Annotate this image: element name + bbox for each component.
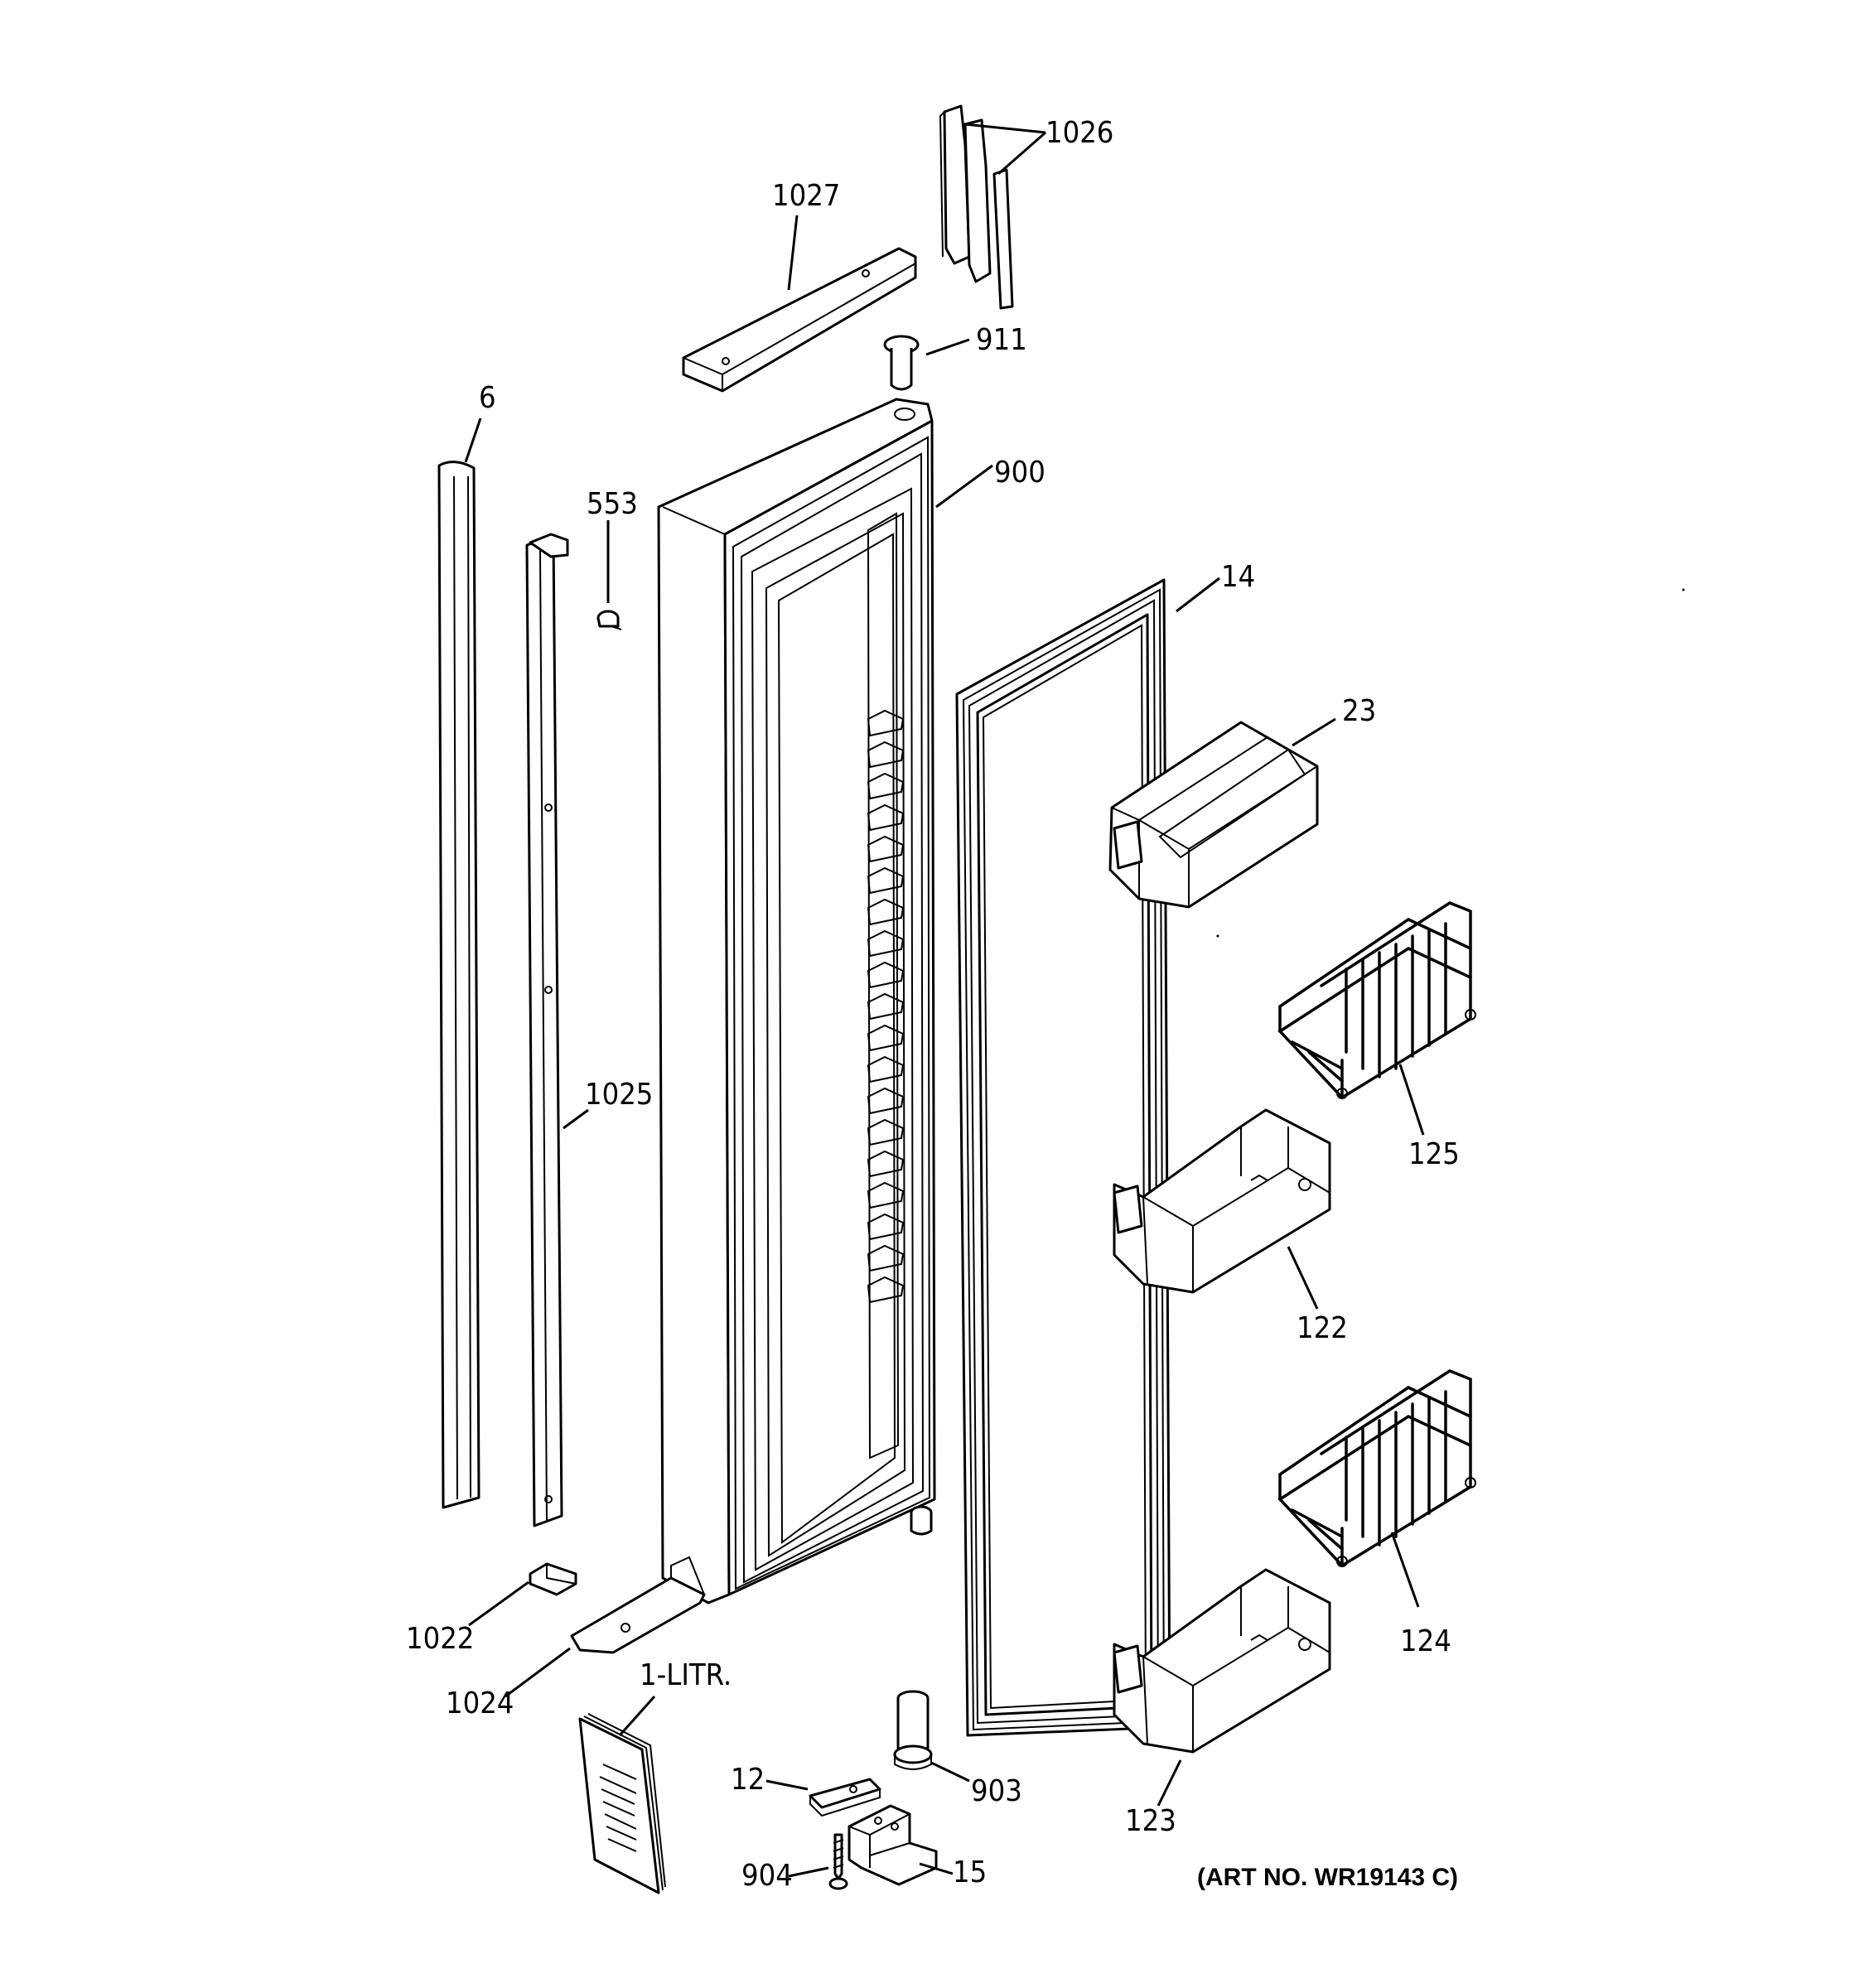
part-124-wire-basket <box>1277 1369 1476 1568</box>
part-123-door-bin <box>1113 1568 1331 1754</box>
part-23-door-bin <box>1108 721 1319 909</box>
part-1026-trim-strip <box>939 104 1014 310</box>
callout-15: 15 <box>953 1855 987 1889</box>
callout-1022: 1022 <box>406 1622 474 1656</box>
callout-14: 14 <box>1221 560 1255 594</box>
part-125-wire-basket <box>1277 901 1476 1100</box>
callout-1-litr: 1-LITR. <box>640 1658 732 1692</box>
part-122-door-bin <box>1113 1108 1331 1294</box>
art-number: (ART NO. WR19143 C) <box>1197 1864 1458 1891</box>
callout-23: 23 <box>1342 694 1376 728</box>
part-12-shim <box>809 1778 881 1817</box>
callout-122: 122 <box>1297 1311 1348 1345</box>
part-1-litr-booklet <box>578 1713 666 1894</box>
callout-900: 900 <box>994 456 1045 490</box>
part-904-screw <box>828 1833 848 1890</box>
part-1022-clip <box>529 1562 577 1596</box>
part-1025-bracket <box>525 533 569 1527</box>
part-6-handle-trim <box>437 461 480 1509</box>
part-15-hinge <box>847 1804 938 1886</box>
callout-903: 903 <box>971 1774 1022 1808</box>
callout-12: 12 <box>731 1763 765 1797</box>
part-903-hinge-pin <box>893 1690 933 1770</box>
callout-553: 553 <box>587 487 638 521</box>
part-1024-bracket <box>570 1556 706 1654</box>
callout-911: 911 <box>976 323 1027 357</box>
door-liner-hooks <box>867 709 905 1304</box>
part-911-bushing <box>883 335 920 391</box>
callout-124: 124 <box>1400 1624 1451 1658</box>
callout-1026: 1026 <box>1045 116 1113 150</box>
callout-1025: 1025 <box>585 1078 653 1112</box>
part-1027-top-cover <box>682 247 917 393</box>
callout-125: 125 <box>1408 1137 1460 1171</box>
callout-6: 6 <box>479 381 496 415</box>
part-14-gasket <box>955 578 1171 1737</box>
part-553-screw <box>596 610 622 630</box>
callout-1024: 1024 <box>446 1686 514 1720</box>
callout-904: 904 <box>741 1859 793 1893</box>
callout-1027: 1027 <box>772 179 840 213</box>
callout-123: 123 <box>1125 1804 1176 1838</box>
part-900-door <box>657 398 936 1604</box>
